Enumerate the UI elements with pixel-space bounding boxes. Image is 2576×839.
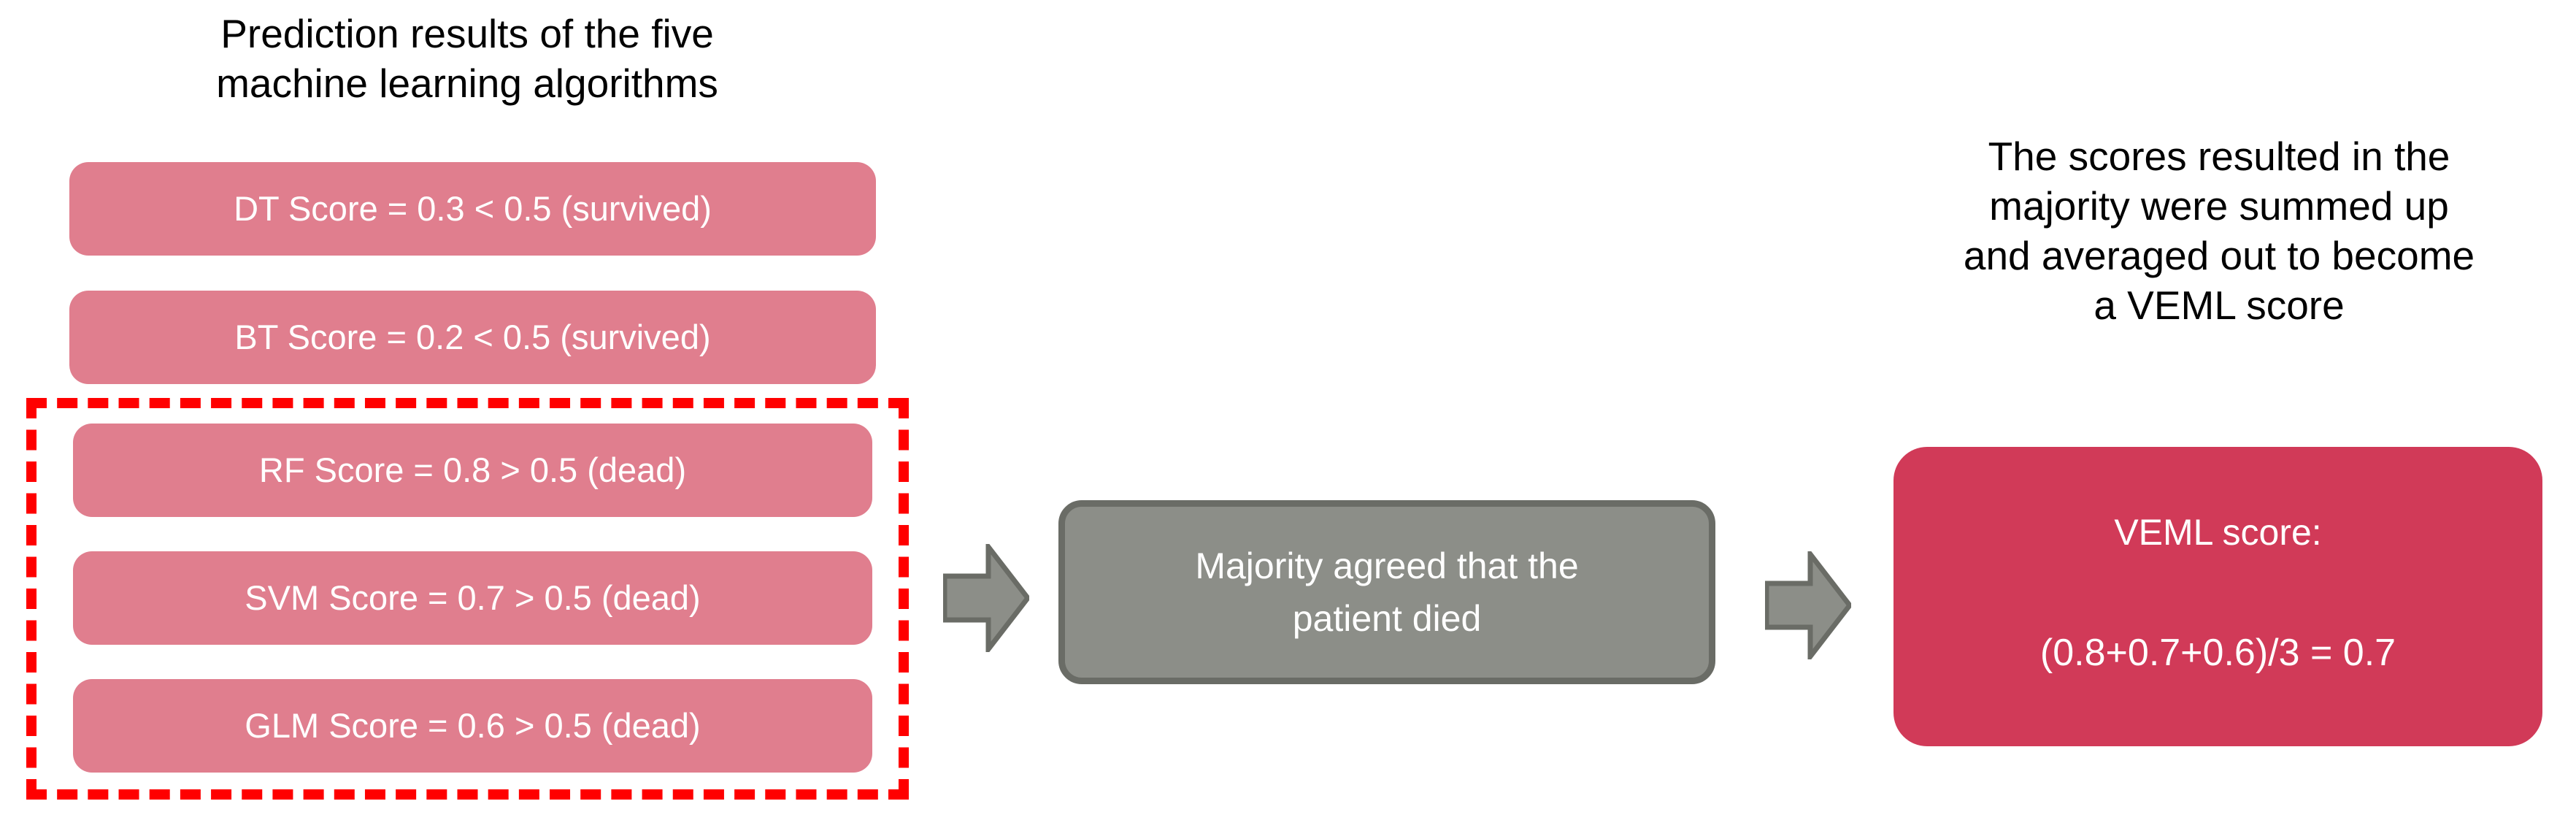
left-heading: Prediction results of the five machine l… <box>216 11 718 106</box>
score-box-dt[interactable]: DT Score = 0.3 < 0.5 (survived) <box>69 162 876 256</box>
score-box-bt[interactable]: BT Score = 0.2 < 0.5 (survived) <box>69 291 876 384</box>
arrow-right-icon <box>942 539 1031 657</box>
arrow-right-icon <box>1764 546 1853 664</box>
veml-score-title: VEML score: <box>2114 512 2322 553</box>
veml-score-formula: (0.8+0.7+0.6)/3 = 0.7 <box>2039 632 2396 674</box>
majority-result-box[interactable]: Majority agreed that the patient died <box>1058 500 1715 684</box>
score-box-rf[interactable]: RF Score = 0.8 > 0.5 (dead) <box>73 424 872 517</box>
score-box-svm[interactable]: SVM Score = 0.7 > 0.5 (dead) <box>73 551 872 645</box>
majority-group-highlight <box>26 398 909 800</box>
score-box-glm[interactable]: GLM Score = 0.6 > 0.5 (dead) <box>73 679 872 773</box>
arrow-right-icon-veml <box>1764 546 1853 664</box>
veml-score-box[interactable]: VEML score: (0.8+0.7+0.6)/3 = 0.7 <box>1893 447 2542 746</box>
right-heading: The scores resulted in the majority were… <box>1963 134 2475 328</box>
arrow-right-icon-majority <box>942 539 1031 657</box>
